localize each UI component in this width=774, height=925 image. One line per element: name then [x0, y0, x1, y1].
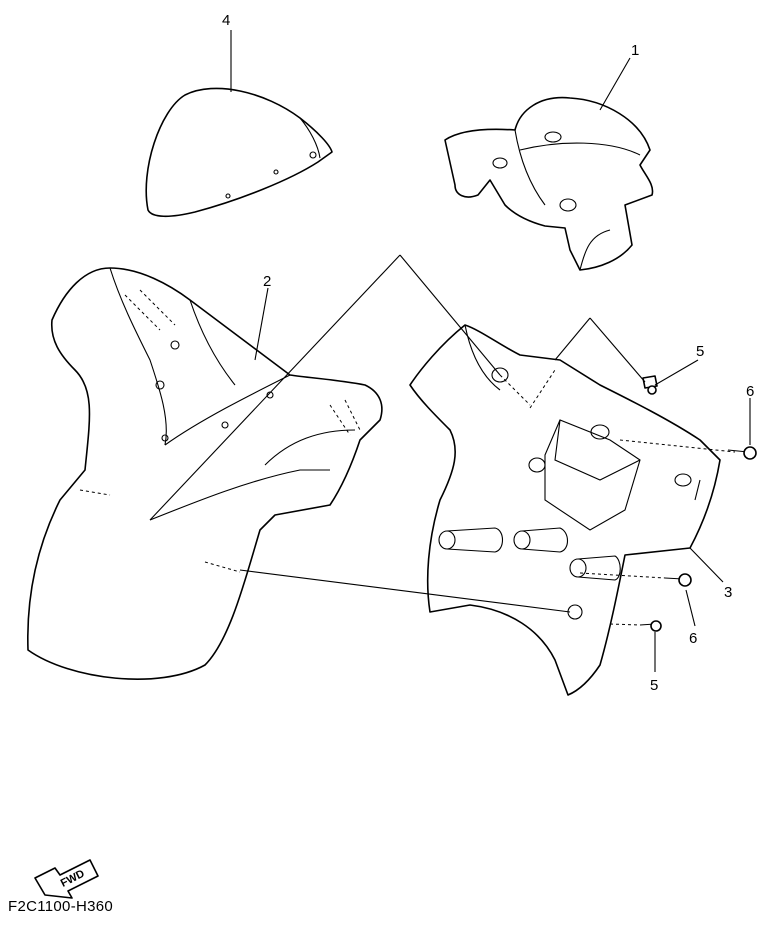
- screw-6-upper: [727, 446, 757, 460]
- callout-6-upper: 6: [746, 383, 754, 400]
- callout-3: 3: [724, 584, 732, 601]
- figure-code: F2C1100-H360: [8, 898, 114, 915]
- part-3-inner-cover: [409, 324, 721, 696]
- screw-5-upper: [642, 375, 658, 395]
- callout-6-lower: 6: [689, 630, 697, 647]
- part-2-front-cover: [27, 267, 383, 680]
- callout-5-lower: 5: [650, 677, 658, 694]
- callout-4: 4: [222, 12, 230, 29]
- part-4-cover: [145, 87, 333, 218]
- screw-5-lower: [639, 620, 662, 632]
- leader-lines: [149, 30, 751, 672]
- part-1-handle-cover: [444, 96, 654, 271]
- callout-5-upper: 5: [696, 343, 704, 360]
- callout-2: 2: [263, 273, 271, 290]
- fwd-arrow-icon: FWD: [34, 859, 99, 899]
- callout-1: 1: [631, 42, 639, 59]
- screw-6-lower: [664, 573, 692, 587]
